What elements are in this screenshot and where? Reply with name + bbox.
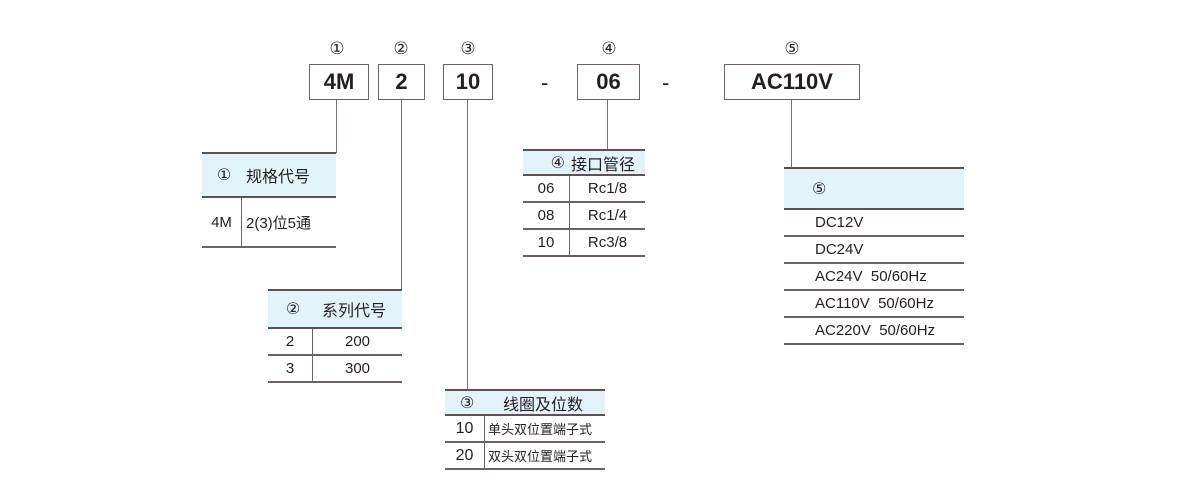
table-title: 系列代号 [322, 303, 387, 320]
row-desc: 300 [344, 360, 371, 377]
row-code: 20 [445, 443, 485, 468]
row-code: 06 [523, 176, 570, 201]
table-header: ⑤ [784, 167, 964, 210]
code-separator: - [541, 70, 549, 95]
table-row: 06 Rc1/8 [523, 176, 645, 203]
table-row: 20 双头双位置端子式 [445, 443, 605, 470]
connector-line [607, 100, 608, 150]
marker-1: ① [329, 39, 345, 58]
table-marker: ④ [550, 154, 565, 172]
table-marker: ① [216, 167, 232, 184]
table-row: 10 单头双位置端子式 [445, 416, 605, 443]
row-code: 10 [445, 416, 485, 441]
table-row: AC24V 50/60Hz [784, 264, 964, 291]
table-row: 08 Rc1/4 [523, 203, 645, 230]
table-marker: ③ [459, 394, 475, 412]
table-header: ① 规格代号 [202, 152, 336, 198]
table-title: 线圈及位数 [503, 396, 584, 414]
table-header: ④ 接口管径 [523, 149, 645, 176]
code-segment-port: 06 [577, 64, 640, 100]
row-code: 10 [523, 230, 570, 255]
table-row: DC12V [784, 210, 964, 237]
connector-line [791, 100, 792, 168]
table-marker: ⑤ [812, 180, 827, 198]
row-desc: Rc1/4 [587, 207, 628, 224]
code-segment-spec: 4M [309, 64, 369, 100]
table-row: AC220V 50/60Hz [784, 318, 964, 345]
marker-5: ⑤ [784, 39, 800, 58]
connector-line [401, 100, 402, 290]
row-code: 2 [268, 329, 313, 354]
row-code: 4M [202, 198, 242, 246]
row-code: 3 [268, 356, 313, 381]
row-code: 08 [523, 203, 570, 228]
marker-2: ② [393, 39, 409, 58]
row-desc: 2(3)位5通 [246, 214, 312, 232]
table-row: 2 200 [268, 329, 402, 356]
table-row: 4M 2(3)位5通 [202, 198, 336, 248]
table-title: 接口管径 [571, 156, 636, 174]
code-segment-voltage: AC110V [724, 64, 860, 100]
code-segment-series: 2 [378, 64, 425, 100]
table-marker: ② [285, 301, 301, 318]
connector-line [467, 100, 468, 390]
row-desc: 单头双位置端子式 [488, 422, 593, 437]
table-spec-code: ① 规格代号 4M 2(3)位5通 [202, 152, 336, 248]
table-row: AC110V 50/60Hz [784, 291, 964, 318]
row-desc: 双头双位置端子式 [488, 449, 593, 464]
table-voltage: ⑤ DC12V DC24V AC24V 50/60Hz AC110V 50/60… [784, 167, 964, 345]
code-separator: - [662, 70, 670, 95]
table-row: DC24V [784, 237, 964, 264]
row-desc: 200 [344, 333, 371, 350]
marker-4: ④ [601, 39, 617, 58]
table-coil-positions: ③ 线圈及位数 10 单头双位置端子式 20 双头双位置端子式 [445, 389, 605, 470]
table-title: 规格代号 [246, 169, 311, 186]
code-segment-coil: 10 [443, 64, 493, 100]
table-row: 3 300 [268, 356, 402, 383]
row-desc: Rc1/8 [587, 180, 628, 197]
table-series-code: ② 系列代号 2 200 3 300 [268, 289, 402, 383]
row-desc: Rc3/8 [587, 234, 628, 251]
table-port-size: ④ 接口管径 06 Rc1/8 08 Rc1/4 10 Rc3/8 [523, 149, 645, 257]
table-header: ③ 线圈及位数 [445, 389, 605, 416]
table-row: 10 Rc3/8 [523, 230, 645, 257]
table-header: ② 系列代号 [268, 289, 402, 329]
marker-3: ③ [460, 39, 476, 58]
connector-line [336, 100, 337, 153]
